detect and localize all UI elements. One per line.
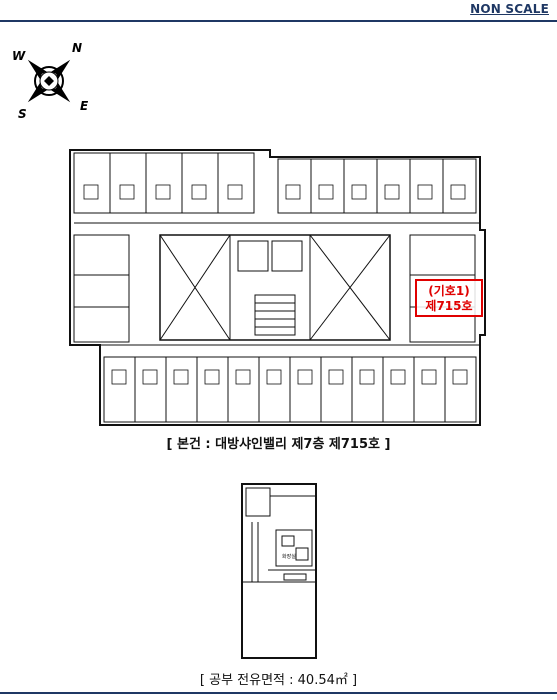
compass-icon: W N S E <box>12 41 89 121</box>
highlight-label-unit: 제715호 <box>425 299 473 313</box>
floor-plan-drawing <box>69 149 486 426</box>
compass-south: S <box>18 107 27 121</box>
highlight-label-code: (기호1) <box>428 284 470 298</box>
svg-text:화장실: 화장실 <box>282 553 296 560</box>
compass-east: E <box>80 99 89 113</box>
header-bar: NON SCALE <box>0 0 557 24</box>
unit-plan-drawing: 화장실 <box>241 483 317 659</box>
non-scale-label: NON SCALE <box>470 2 549 16</box>
top-divider <box>0 20 557 22</box>
unit-area-caption: [ 공부 전유면적 : 40.54㎡ ] <box>199 673 358 688</box>
compass-west: W <box>12 49 26 63</box>
floor-plan-caption: [ 본건 : 대방샤인밸리 제7층 제715호 ] <box>166 437 391 452</box>
unit-715-highlight: (기호1) 제715호 <box>415 279 483 317</box>
compass-north: N <box>72 41 82 55</box>
bottom-divider <box>0 692 557 694</box>
